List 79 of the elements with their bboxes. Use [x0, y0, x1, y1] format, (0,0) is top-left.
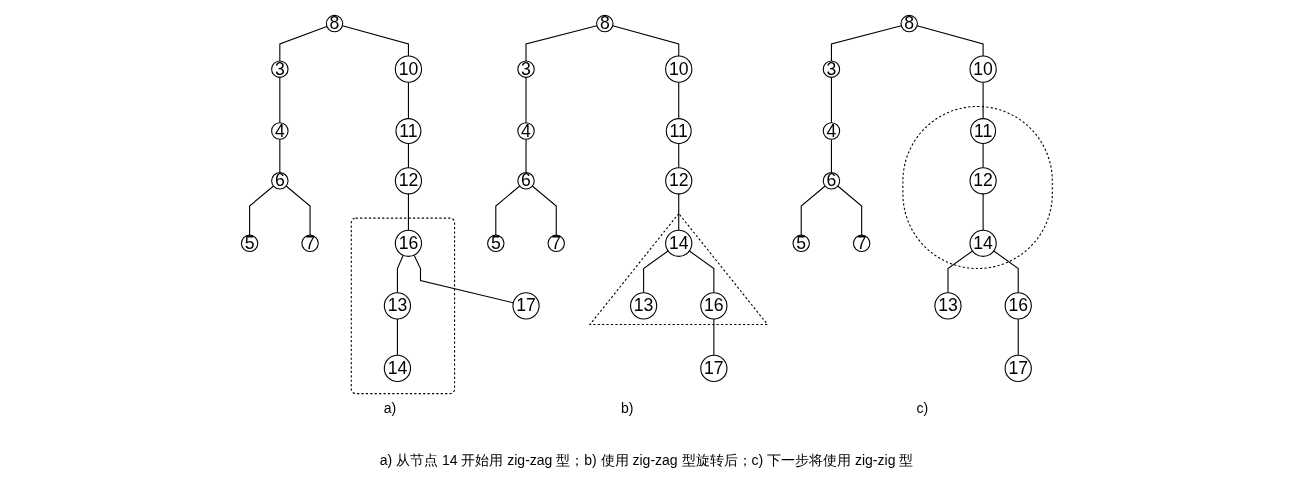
tree-edge: [407, 193, 409, 231]
tree-edge: [677, 81, 679, 120]
tree-node: 5: [486, 233, 505, 253]
tree-node: 14: [383, 354, 411, 383]
tree-edge: [278, 76, 281, 124]
dotted-outline: [350, 217, 455, 395]
tree-edge: [396, 254, 404, 294]
tree-edge: [688, 250, 715, 294]
tree-node: 11: [395, 118, 422, 144]
tree-node: 16: [1004, 292, 1032, 320]
tree-node: 17: [1004, 354, 1032, 383]
tree-node: 7: [547, 233, 565, 253]
tree-edge: [407, 81, 409, 120]
tree-edge: [285, 185, 311, 236]
tree-edge: [916, 25, 984, 57]
tree-node: 8: [595, 13, 614, 33]
tree-node: 4: [822, 121, 840, 140]
tree-edge: [992, 250, 1019, 294]
tree-node: 10: [969, 55, 997, 83]
tree-edge: [642, 250, 669, 294]
tree-edge: [525, 76, 527, 124]
tree-node: 17: [512, 292, 540, 320]
tree-node: 3: [516, 59, 535, 78]
panel-label: b): [620, 400, 634, 416]
tree-edge: [341, 25, 409, 57]
tree-edge: [982, 81, 984, 120]
tree-edge: [677, 193, 679, 231]
tree-node: 5: [792, 233, 810, 253]
caption: a) 从节点 14 开始用 zig-zag 型；b) 使用 zig-zag 型旋转后；c) 下一步将使用 zig-zig 型: [378, 452, 915, 470]
tree-edge: [800, 185, 826, 236]
tree-node: 10: [664, 55, 692, 83]
tree-node: 17: [699, 354, 728, 383]
tree-edge: [407, 142, 409, 169]
tree-node: 14: [664, 229, 692, 257]
dotted-outline: [588, 212, 769, 325]
panel-label: a): [383, 400, 397, 416]
tree-edge: [982, 142, 984, 169]
tree-edge: [248, 185, 274, 236]
panel-label: c): [916, 400, 929, 416]
tree-node: 13: [934, 292, 962, 320]
tree-edge: [494, 185, 520, 236]
tree-node: 16: [699, 292, 728, 320]
tree-node: 4: [516, 121, 535, 140]
tree-edge: [712, 318, 715, 356]
tree-node: 3: [822, 59, 840, 78]
tree-node: 5: [240, 233, 258, 253]
tree-node: 6: [822, 170, 840, 190]
tree-node: 11: [665, 118, 692, 144]
tree-edge: [830, 138, 832, 174]
tree-edge: [531, 185, 557, 236]
tree-node: 13: [383, 292, 411, 320]
tree-node: 6: [516, 170, 535, 190]
tree-node: 8: [325, 13, 343, 33]
tree-edge: [836, 185, 862, 236]
tree-node: 12: [664, 167, 692, 195]
tree-edge: [278, 138, 281, 174]
tree-edge: [1017, 318, 1019, 356]
tree-node: 7: [300, 233, 319, 253]
tree-node: 4: [270, 121, 289, 140]
tree-node: 10: [394, 55, 422, 83]
tree-edge: [677, 142, 679, 169]
tree-edge: [278, 25, 328, 62]
tree-node: 14: [969, 229, 997, 257]
tree-edge: [982, 193, 984, 231]
tree-edge: [830, 76, 832, 124]
tree-node: 11: [969, 118, 996, 144]
tree-node: 12: [969, 167, 997, 195]
tree-edge: [947, 250, 973, 294]
tree-edge: [525, 138, 527, 174]
tree-edge: [413, 254, 514, 304]
tree-node: 12: [394, 167, 422, 195]
tree-node: 6: [270, 170, 289, 190]
tree-node: 7: [852, 233, 871, 253]
tree-node: 8: [900, 13, 918, 33]
tree-node: 16: [394, 229, 422, 257]
tree-node: 13: [629, 292, 657, 320]
tree-edge: [396, 318, 398, 356]
tree-node: 3: [270, 59, 289, 78]
tree-edge: [830, 25, 902, 62]
